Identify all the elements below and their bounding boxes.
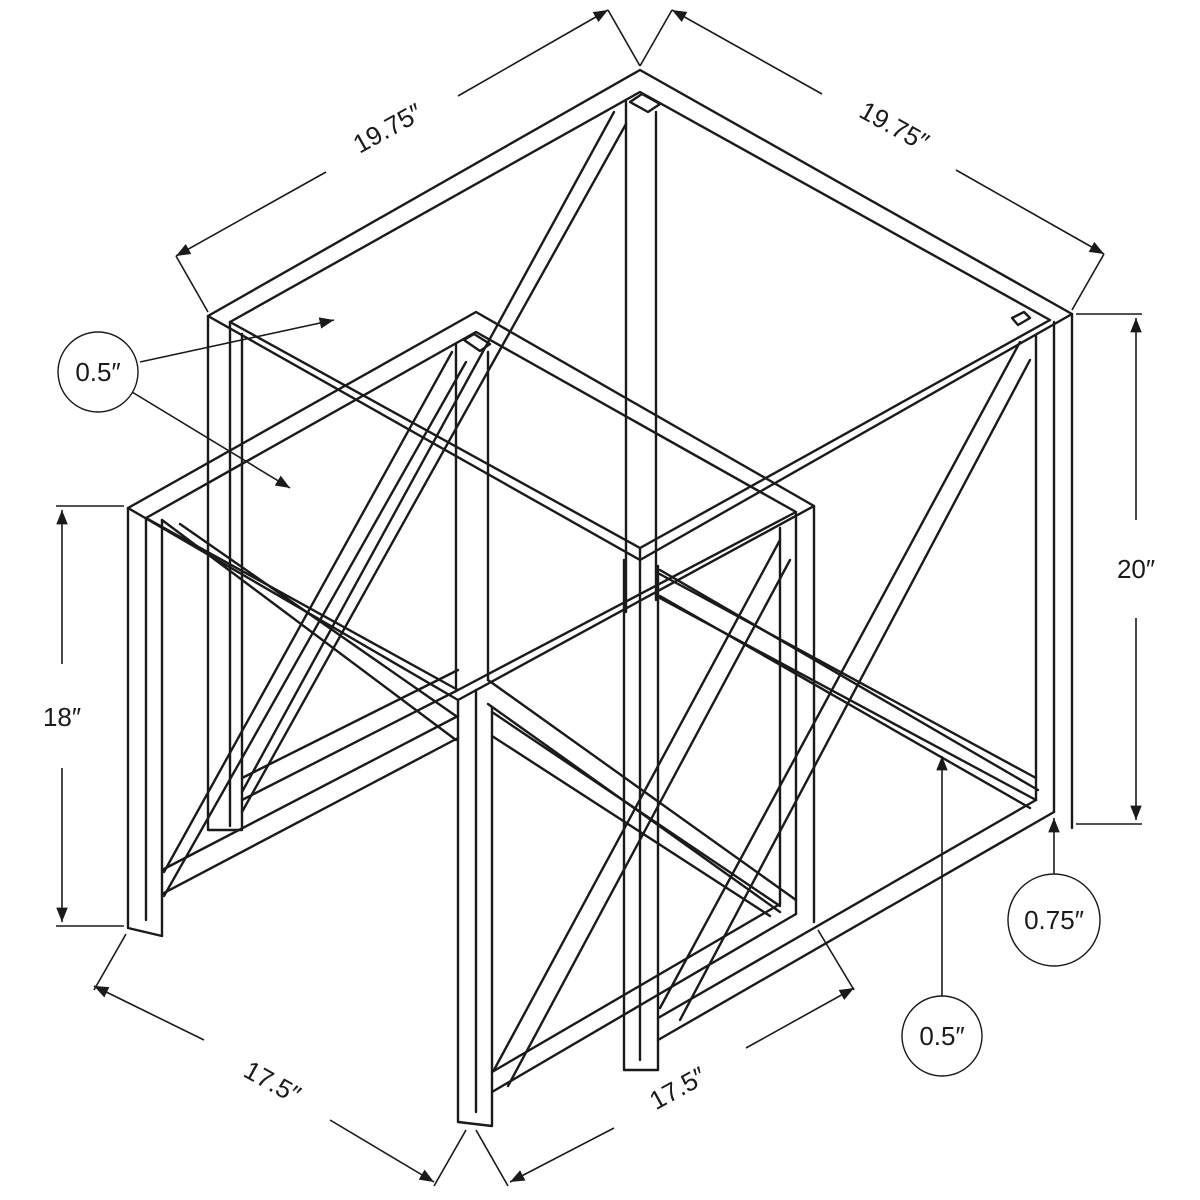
large-table-right-leg xyxy=(1034,312,1074,830)
small-table-back-leg xyxy=(454,342,490,690)
large-table-right-x-brace xyxy=(658,340,1032,1022)
large-table-bottom-frame-front-right xyxy=(656,798,1056,1042)
large-table-bottom-frame-front-left xyxy=(240,668,460,802)
small-table-left-x-brace xyxy=(160,518,458,742)
small-table-front-x-brace xyxy=(492,538,792,1088)
dimension-line-large-top-right xyxy=(955,169,1105,255)
small-table-bottom-frame xyxy=(490,902,798,1094)
leader-glass-top xyxy=(139,317,335,363)
dimension-line-large-top-left xyxy=(457,9,609,97)
dimension-line-small-bottom-right xyxy=(745,987,855,1049)
small-table xyxy=(126,310,816,1128)
large-table-front-leg xyxy=(622,546,660,1072)
small-table-bottom-frame xyxy=(160,714,460,896)
callout-glass-bottom-label: 0.5″ xyxy=(919,1021,964,1051)
leader-glass-top xyxy=(131,391,291,489)
small-table-front-x-brace xyxy=(490,710,782,918)
label-large-height: 20″ xyxy=(1117,554,1155,584)
large-table-bottom-frame-back xyxy=(654,570,1038,802)
label-small-height: 18″ xyxy=(43,702,81,732)
dimension-line-large-top-right xyxy=(671,9,823,95)
label-large-top-right: 19.75″ xyxy=(855,95,935,157)
callout-leaders xyxy=(131,317,1060,1000)
callout-glass-bottom: 0.5″ xyxy=(901,995,983,1077)
large-table-left-x-brace xyxy=(240,110,628,814)
dimension-line-large-top-left xyxy=(175,171,327,257)
callout-glass-top-label: 0.5″ xyxy=(75,357,120,387)
small-table-front-leg xyxy=(456,688,494,1128)
dimension-line-small-bottom-right xyxy=(509,1127,615,1183)
small-table-left-leg xyxy=(126,506,164,938)
label-large-top-left: 19.75″ xyxy=(348,97,428,159)
dimension-line-small-bottom-left xyxy=(93,985,205,1041)
large-table-back-leg xyxy=(624,100,658,614)
large-table-top-frame-inner xyxy=(228,90,1052,550)
small-table-top-frame-inner xyxy=(144,330,798,692)
large-table xyxy=(206,68,1074,1072)
callout-tube-size-label: 0.75″ xyxy=(1024,905,1084,935)
small-table-right-leg xyxy=(778,504,816,924)
large-table-glass-clip xyxy=(1010,310,1032,327)
callout-tube-size: 0.75″ xyxy=(1007,873,1101,967)
callout-glass-top: 0.5″ xyxy=(57,331,139,413)
large-table-glass-clip xyxy=(628,92,662,114)
dimension-lines xyxy=(56,9,1142,1187)
dimension-labels: 19.75″ 19.75″ 20″ 18″ 17.5″ 17.5″ xyxy=(43,95,1155,1116)
large-table-left-leg xyxy=(206,314,244,832)
label-small-bottom-left: 17.5″ xyxy=(239,1055,306,1110)
large-table-right-x-brace xyxy=(658,568,1040,810)
small-table-glass-clip xyxy=(462,332,492,353)
label-small-bottom-right: 17.5″ xyxy=(644,1061,711,1116)
dimension-line-small-bottom-left xyxy=(329,1119,435,1183)
